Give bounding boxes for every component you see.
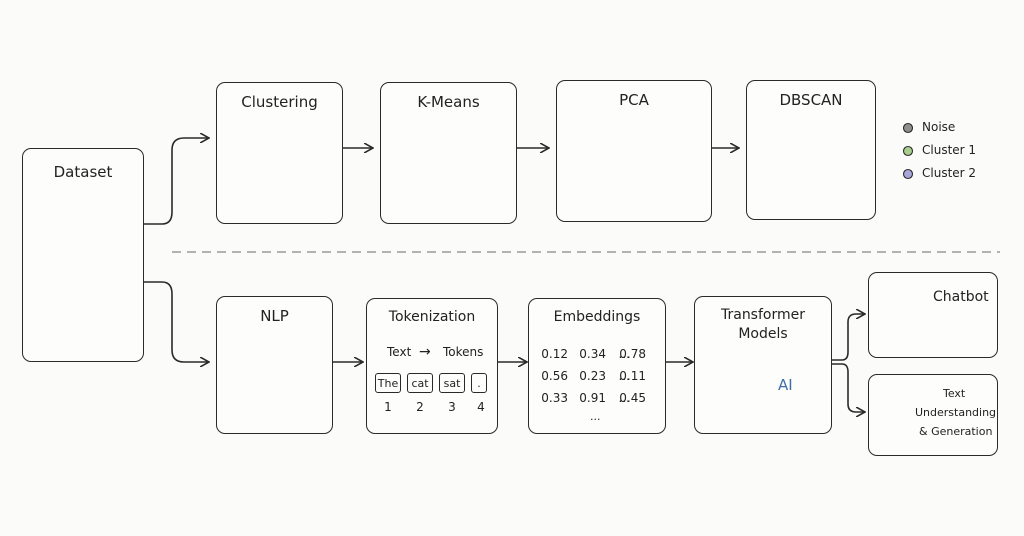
embeddings-title: Embeddings	[553, 309, 641, 325]
dataset-title: Dataset	[53, 163, 113, 181]
clustering-title: Clustering	[241, 93, 318, 111]
legend-label-cluster-2: Cluster 2	[922, 166, 977, 180]
clustering-node: Clustering	[216, 82, 343, 224]
embedding-value: ...	[618, 391, 630, 405]
embedding-ellipsis: ...	[590, 410, 601, 423]
tokenization-title: Tokenization	[388, 309, 476, 325]
transformer-node: Transformer Models	[694, 296, 832, 434]
embedding-value: 0.23	[579, 369, 606, 383]
embedding-value: 0.33	[541, 391, 568, 405]
legend-dots	[902, 122, 914, 180]
pca-title: PCA	[619, 91, 649, 109]
tokenization-from: Text	[387, 345, 412, 359]
chatbot-node: Chatbot	[868, 272, 998, 358]
embedding-value: 0.12	[541, 347, 568, 361]
textgen-line1: Text	[943, 387, 966, 400]
token-box: sat	[439, 373, 465, 393]
token-box: cat	[407, 373, 433, 393]
transformer-title-line1: Transformer	[720, 307, 805, 323]
embedding-value: 0.11	[619, 369, 646, 383]
legend-label-cluster-1: Cluster 1	[922, 143, 977, 157]
pca-node: PCA	[556, 80, 712, 222]
arrow-dataset-to-clustering	[144, 138, 208, 225]
legend-dot-cluster-2	[902, 168, 914, 180]
text-generation-node: Text Understanding & Generation	[868, 374, 998, 456]
kmeans-node: K-Means	[380, 82, 517, 224]
dataset-node: Dataset	[22, 148, 144, 362]
legend-dot-noise	[902, 122, 914, 134]
arrow-transformer-to-textgen	[832, 363, 864, 412]
tokenization-arrow: →	[419, 344, 431, 360]
tokenization-node: Tokenization Text → Tokens The cat sat .…	[366, 298, 498, 434]
embedding-value: 0.91	[579, 391, 606, 405]
token-index: 3	[448, 400, 456, 414]
chatbot-title: Chatbot	[933, 289, 989, 305]
embedding-value: ...	[618, 369, 630, 383]
legend-label-noise: Noise	[922, 120, 956, 134]
token-index: 4	[477, 400, 485, 414]
embedding-value: 0.78	[619, 347, 646, 361]
token-index: 2	[416, 400, 424, 414]
token-box: The	[375, 373, 401, 393]
token-box: .	[471, 373, 487, 393]
arrow-transformer-to-chatbot	[832, 314, 864, 361]
ai-chip-label: AI	[778, 376, 793, 394]
transformer-title-line2: Models	[738, 326, 788, 342]
textgen-line2: Understanding	[915, 406, 997, 419]
connectors	[144, 138, 864, 412]
embedding-value: 0.34	[579, 347, 606, 361]
embedding-value: 0.45	[619, 391, 646, 405]
tokenization-to: Tokens	[443, 345, 484, 359]
embedding-value: ...	[618, 347, 630, 361]
legend-dot-cluster-1	[902, 145, 914, 157]
kmeans-title: K-Means	[417, 93, 480, 111]
nlp-title: NLP	[260, 307, 289, 325]
textgen-line3: & Generation	[919, 425, 993, 438]
arrow-dataset-to-nlp	[144, 281, 208, 362]
embeddings-node: Embeddings	[528, 298, 666, 434]
embedding-value: 0.56	[541, 369, 568, 383]
dbscan-node: DBSCAN	[746, 80, 876, 220]
dbscan-title: DBSCAN	[779, 91, 843, 109]
token-index: 1	[384, 400, 392, 414]
nlp-node: NLP	[216, 296, 333, 434]
